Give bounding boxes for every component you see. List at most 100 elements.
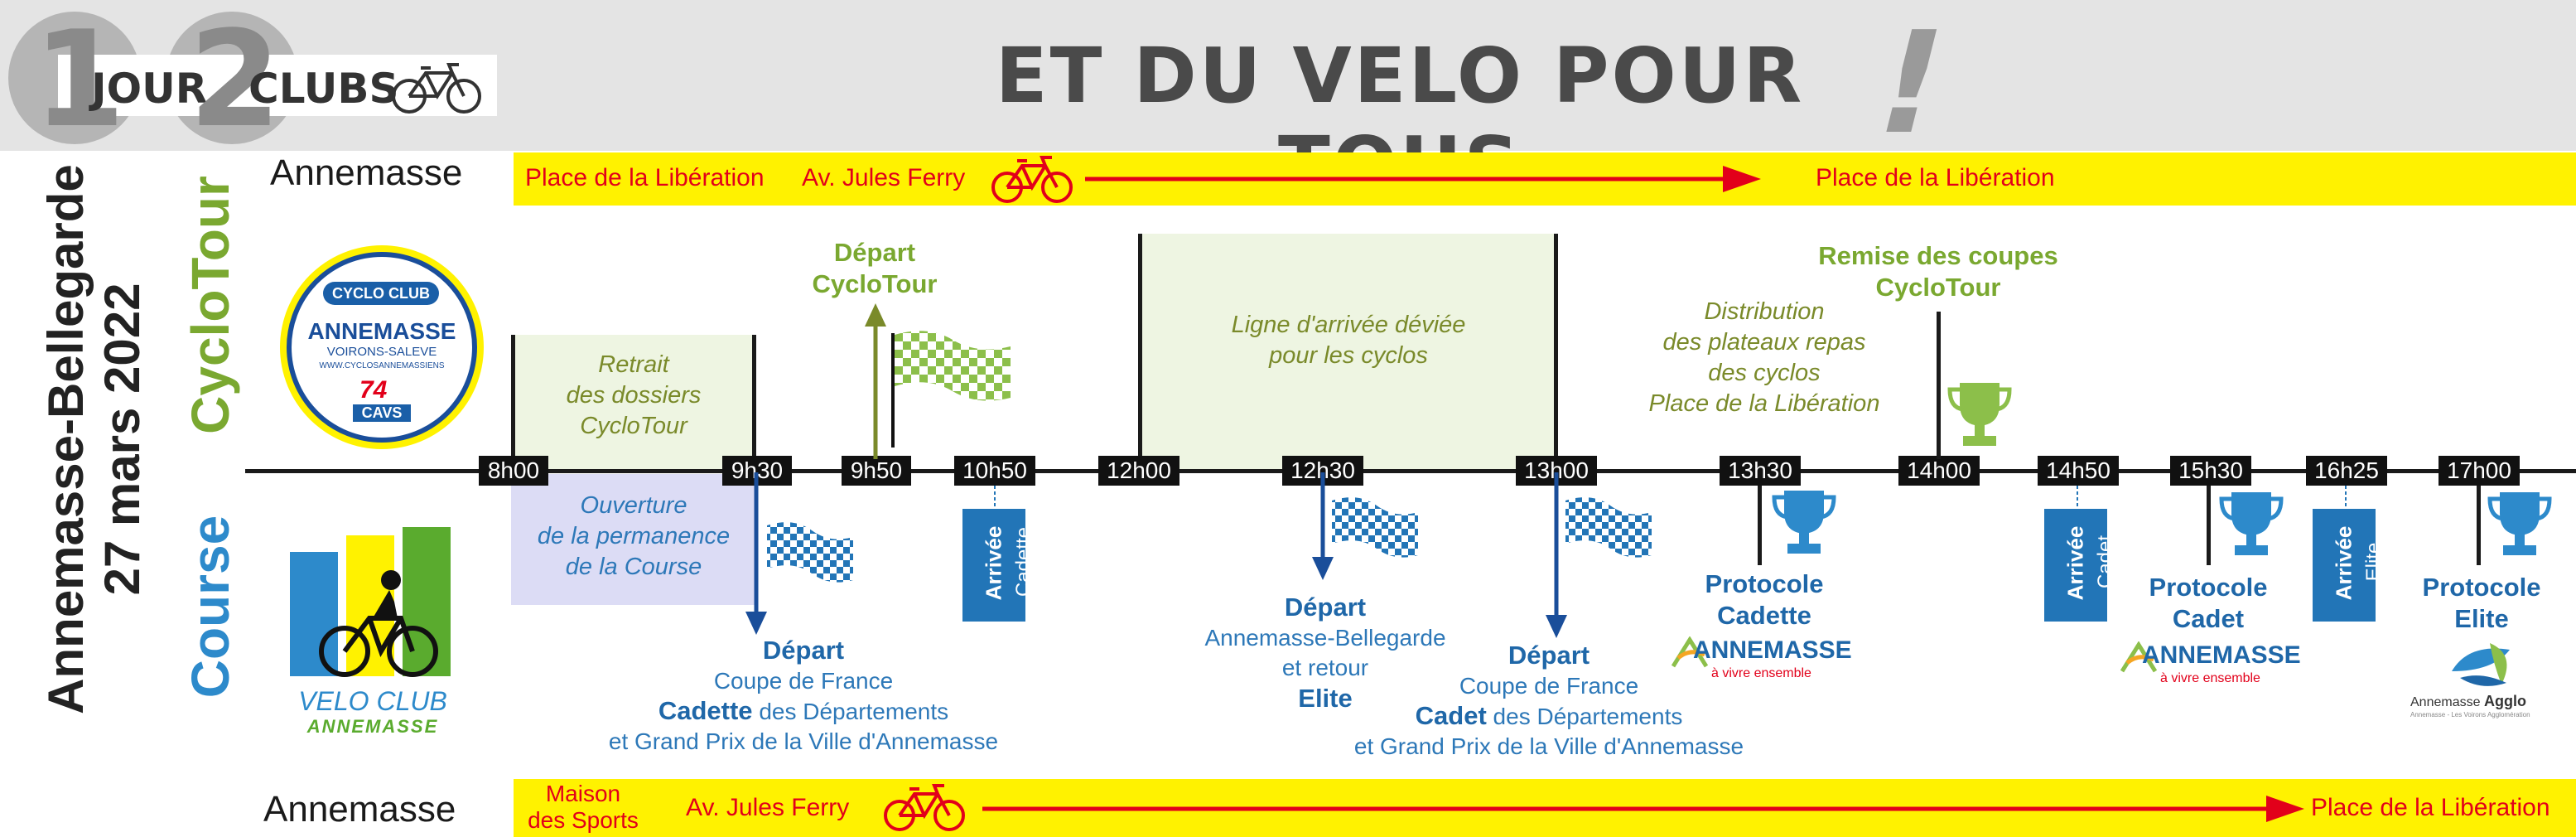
protocole-elite-line-1: Protocole <box>2422 573 2541 602</box>
arrivee-cadet-tick <box>2077 486 2078 509</box>
depart-cadet-title: Départ <box>1507 641 1590 670</box>
event-title-vertical: Annemasse-Bellegarde 27 mars 2022 <box>38 149 162 729</box>
time-label-16h25: 16h25 <box>2306 456 2387 486</box>
retrait-line-3: CycloTour <box>580 413 687 439</box>
depart-cadet-line-2-rest: des Départements <box>1486 704 1683 729</box>
veloclub-cyclist-icon <box>319 570 438 677</box>
agglo-logo-name-2: Agglo <box>2483 693 2526 709</box>
distribution-text: Distribution des plateaux repas des cycl… <box>1607 297 1922 419</box>
blue-checkered-flag-cadet-icon <box>1565 497 1652 558</box>
depart-cyclotour-line-1: Départ <box>833 238 916 267</box>
depart-elite-title: Départ <box>1284 593 1367 622</box>
protocole-cadette-line-2: Cadette <box>1717 601 1811 630</box>
cyclotour-section-label: CycloTour <box>181 176 240 434</box>
protocole-cadet-tick <box>2207 486 2211 565</box>
depart-cadette-line-1: Coupe de France <box>713 668 894 694</box>
arrivee-elite-word: Arrivée <box>2331 525 2357 601</box>
green-checkered-flag-icon <box>891 331 1011 448</box>
depart-cadette-line-3: et Grand Prix de la Ville d'Annemasse <box>608 728 999 754</box>
cyclotour-bicycle-icon <box>991 156 1073 203</box>
depart-cadet-line-3: et Grand Prix de la Ville d'Annemasse <box>1353 733 1744 759</box>
course-route-arrow <box>982 796 2304 822</box>
depart-elite-text: Départ Annemasse-Bellegarde et retour El… <box>1160 592 1491 714</box>
cycloclub-brand: CYCLO CLUB <box>323 282 439 305</box>
protocole-cadette-text: Protocole Cadette <box>1681 568 1847 631</box>
blue-checkered-flag-cadette-icon <box>767 522 853 583</box>
event-route: Annemasse-Bellegarde <box>38 164 94 714</box>
green-trophy-icon <box>1947 383 2012 446</box>
course-section-label: Course <box>181 515 240 699</box>
annemasse-logo-tagline-2: à vivre ensemble <box>2160 671 2260 685</box>
logo-word-clubs: CLUBS <box>248 65 399 113</box>
arrivee-cadet-word: Arrivée <box>2062 525 2088 601</box>
ouverture-line-2: de la permanence <box>537 523 731 549</box>
depart-cyclotour-arrow-up-icon <box>865 303 886 459</box>
arrivee-elite-box: Arrivée Elite <box>2313 509 2385 622</box>
cyclotour-route-end: Place de la Libération <box>1816 164 2055 191</box>
blue-trophy-cadette-icon <box>1772 491 1836 554</box>
agglo-logo-sub: Annemasse - Les Voirons Agglomération <box>2410 711 2530 718</box>
veloclub-stripe-blue <box>290 552 338 676</box>
time-label-10h50: 10h50 <box>954 456 1035 486</box>
course-route-start-1: Maison <box>545 781 621 806</box>
arrivee-cadette-cat: Cadette <box>1012 526 1035 598</box>
arrivee-elite-cat: Elite <box>2362 542 2385 582</box>
protocole-cadet-text: Protocole Cadet <box>2125 572 2291 635</box>
annemasse-city-logo-1: ANNEMASSE à vivre ensemble <box>1672 635 1854 685</box>
distribution-line-4: Place de la Libération <box>1648 390 1880 417</box>
depart-elite-arrow-down-icon <box>1312 472 1334 580</box>
annemasse-logo-mark-icon <box>1672 636 1708 668</box>
cycloclub-sub: VOIRONS-SALEVE <box>326 345 437 359</box>
blue-checkered-flag-elite-icon <box>1332 497 1418 558</box>
depart-elite-line-3: Elite <box>1298 684 1353 713</box>
depart-cadet-text: Départ Coupe de France Cadet des Départe… <box>1325 640 1773 762</box>
protocole-elite-line-2: Elite <box>2454 604 2509 633</box>
cyclotour-route-via: Av. Jules Ferry <box>802 164 966 191</box>
arrivee-cadet-box: Arrivée Cadet <box>2044 509 2116 622</box>
ligne-arrivee-text: Ligne d'arrivée déviée pour les cyclos <box>1143 310 1554 371</box>
event-date: 27 mars 2022 <box>94 283 150 596</box>
cyclotour-route-arrow <box>1085 166 1761 192</box>
remise-line-1: Remise des coupes <box>1818 241 2058 270</box>
arrivee-cadette-box: Arrivée Cadette <box>962 509 1035 622</box>
distribution-line-2: des plateaux repas <box>1662 329 1866 356</box>
cycloclub-name: ANNEMASSE <box>307 318 456 344</box>
ligne-arrivee-line-1: Ligne d'arrivée déviée <box>1231 312 1466 338</box>
protocole-cadet-line-2: Cadet <box>2172 604 2245 633</box>
depart-cadette-title: Départ <box>762 636 845 665</box>
annemasse-logo-tagline-1: à vivre ensemble <box>1711 666 1811 680</box>
remise-line-2: CycloTour <box>1875 273 2001 302</box>
ouverture-line-3: de la Course <box>565 554 702 580</box>
retrait-box <box>511 335 756 469</box>
veloclub-logo: VELO CLUB ANNEMASSE <box>282 527 472 743</box>
veloclub-line1: VELO CLUB <box>298 686 447 716</box>
time-label-9h50: 9h50 <box>842 456 911 486</box>
time-label-14h00: 14h00 <box>1898 456 1980 486</box>
remise-coupes-tick <box>1937 312 1941 459</box>
course-route-via: Av. Jules Ferry <box>686 794 850 821</box>
time-label-12h30: 12h30 <box>1282 456 1363 486</box>
protocole-elite-tick <box>2477 486 2481 565</box>
depart-cadet-line-1: Coupe de France <box>1459 673 1639 699</box>
protocole-cadette-tick <box>1758 486 1762 565</box>
agglo-logo: Annemasse Agglo Annemasse - Les Voirons … <box>2402 638 2568 721</box>
arrivee-elite-tick <box>2345 486 2347 509</box>
time-label-17h00: 17h00 <box>2439 456 2520 486</box>
remise-coupes-text: Remise des coupes CycloTour <box>1789 240 2087 303</box>
depart-elite-line-2: et retour <box>1281 655 1369 680</box>
time-label-12h00: 12h00 <box>1098 456 1179 486</box>
depart-cadette-text: Départ Coupe de France Cadette des Dépar… <box>580 635 1027 757</box>
time-label-15h30: 15h30 <box>2170 456 2251 486</box>
depart-cadette-arrow-down-icon <box>745 472 767 635</box>
jour-clubs-logo: 1 JOUR 2 CLUBS <box>8 2 497 157</box>
time-label-8h00: 8h00 <box>479 456 548 486</box>
veloclub-line2: ANNEMASSE <box>306 716 439 737</box>
time-label-14h50: 14h50 <box>2038 456 2119 486</box>
cycloclub-logo: CYCLO CLUB ANNEMASSE VOIRONS-SALEVE WWW.… <box>280 245 484 449</box>
course-route-start-2: des Sports <box>528 807 639 833</box>
blue-trophy-cadet-icon <box>2219 492 2284 555</box>
depart-cadette-line-2: Cadette des Départements <box>580 696 1027 727</box>
timeline-axis <box>245 469 2576 473</box>
logo-digit-two: 2 <box>189 2 282 157</box>
arrivee-cadette-tick <box>994 486 996 509</box>
